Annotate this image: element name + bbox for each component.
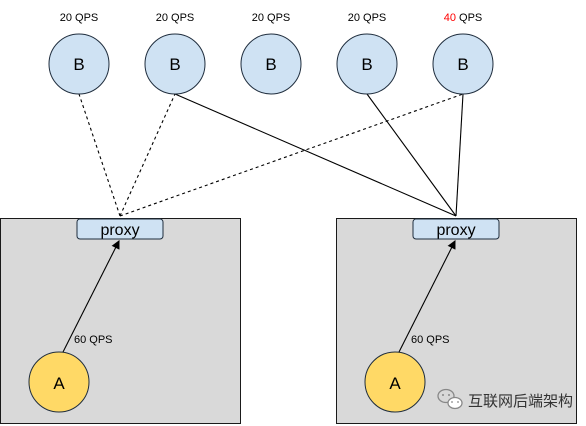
watermark: 互联网后端架构 [437,388,573,410]
a-node-label-2: A [389,374,401,393]
b-node-label: B [265,55,276,74]
b-node-circle [144,33,206,95]
b-node-3: B 20 QPS [240,12,302,95]
edge-host-1-proxy-to-b-1 [78,93,121,217]
a-node-circle-2 [364,351,426,413]
qps-value: 20 [156,12,168,24]
b-node-qps-label: 40 QPS [444,12,483,24]
a1-qps-label: 60 QPS [74,334,113,346]
b-node-qps-label: 20 QPS [60,12,99,24]
qps-unit: QPS [360,12,386,24]
b-node-circle [48,33,110,95]
b-node-4: B 20 QPS [336,12,398,95]
qps-unit: QPS [72,12,98,24]
b-node-circle [240,33,302,95]
b-node-qps-label: 20 QPS [252,12,291,24]
a-node-2: A [364,351,426,413]
arrow-a1-to-proxy [61,240,120,355]
b-node-qps-label: 20 QPS [348,12,387,24]
b-node-label: B [169,55,180,74]
wechat-icon [437,388,463,410]
arrow-a2-to-proxy [397,240,456,355]
a-node-1: A [28,351,90,413]
qps-unit: QPS [264,12,290,24]
b-node-qps-label: 20 QPS [156,12,195,24]
proxy-label-1: proxy [100,222,139,239]
qps-value: 20 [252,12,264,24]
b-node-circle [432,33,494,95]
edge-host-2-proxy-to-b-4 [366,93,457,217]
edge-host-1-proxy-to-b-2 [119,93,176,217]
edge-host-2-proxy-to-b-2 [174,93,457,217]
proxy-label-2: proxy [436,222,475,239]
b-node-5: B 40 QPS [432,12,494,95]
qps-value: 20 [60,12,72,24]
watermark-text: 互联网后端架构 [468,392,573,410]
b-node-label: B [361,55,372,74]
a-node-circle-1 [28,351,90,413]
qps-value: 20 [348,12,360,24]
proxy-1: proxy [76,218,164,240]
b-nodes-layer: B 20 QPS B 20 QPS B 20 QPS B 20 QPS B 40 QPS [48,12,494,95]
edge-host-2-proxy-to-b-5 [455,93,464,217]
a-node-label-1: A [53,374,65,393]
edges-layer [78,93,464,217]
proxy-box-2 [412,218,500,240]
b-node-1: B 20 QPS [48,12,110,95]
qps-unit: QPS [168,12,194,24]
edge-host-1-proxy-to-b-5 [119,93,464,217]
qps-value: 40 [444,12,456,24]
qps-unit: QPS [456,12,482,24]
b-node-2: B 20 QPS [144,12,206,95]
proxy-2: proxy [412,218,500,240]
proxy-box-1 [76,218,164,240]
b-node-label: B [457,55,468,74]
b-node-circle [336,33,398,95]
a2-qps-label: 60 QPS [411,334,450,346]
b-node-label: B [73,55,84,74]
